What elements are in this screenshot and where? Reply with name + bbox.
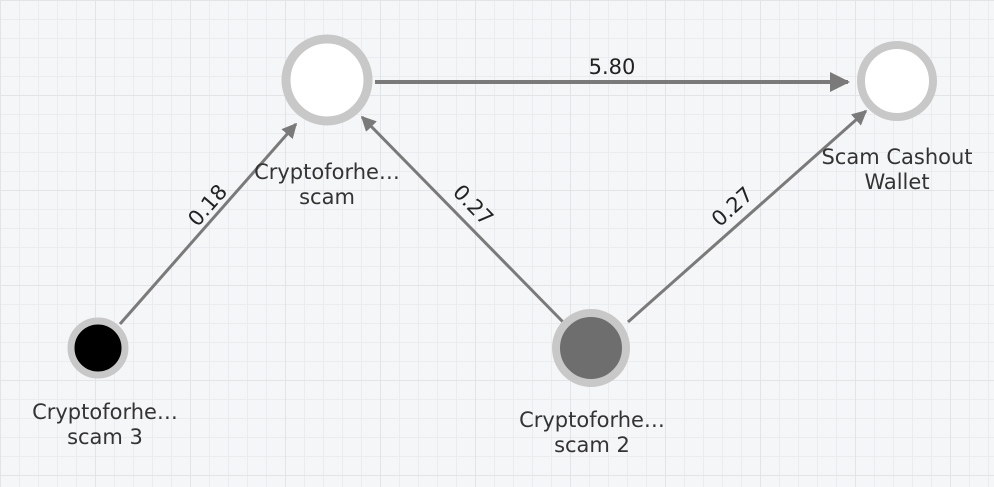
node-label-line: Cryptoforhe… <box>519 408 665 432</box>
edge-d-a[interactable] <box>360 115 565 324</box>
node-c[interactable] <box>67 317 129 379</box>
edge-d-b[interactable] <box>627 109 868 324</box>
node-label-line: Cryptoforhe… <box>32 400 178 424</box>
node-label-c: Cryptoforhe… scam 3 <box>5 400 205 450</box>
node-label-a: Cryptoforhe… scam <box>227 160 427 210</box>
edge-label: 5.80 <box>589 55 636 79</box>
node-label-d: Cryptoforhe… scam 2 <box>492 408 692 458</box>
node-label-line: scam <box>299 185 355 209</box>
node-a[interactable] <box>281 34 373 126</box>
node-label-line: Scam Cashout <box>821 145 973 169</box>
node-label-line: Cryptoforhe… <box>254 160 400 184</box>
edge-label: 0.27 <box>707 182 758 231</box>
edge-label: 0.27 <box>448 180 498 230</box>
node-b[interactable] <box>857 41 937 121</box>
node-label-line: scam 2 <box>554 433 630 457</box>
node-label-b: Scam Cashout Wallet <box>797 145 994 195</box>
node-label-line: Wallet <box>864 170 930 194</box>
node-label-line: scam 3 <box>67 425 143 449</box>
node-d[interactable] <box>552 309 630 387</box>
edge-c-a[interactable] <box>118 122 298 325</box>
